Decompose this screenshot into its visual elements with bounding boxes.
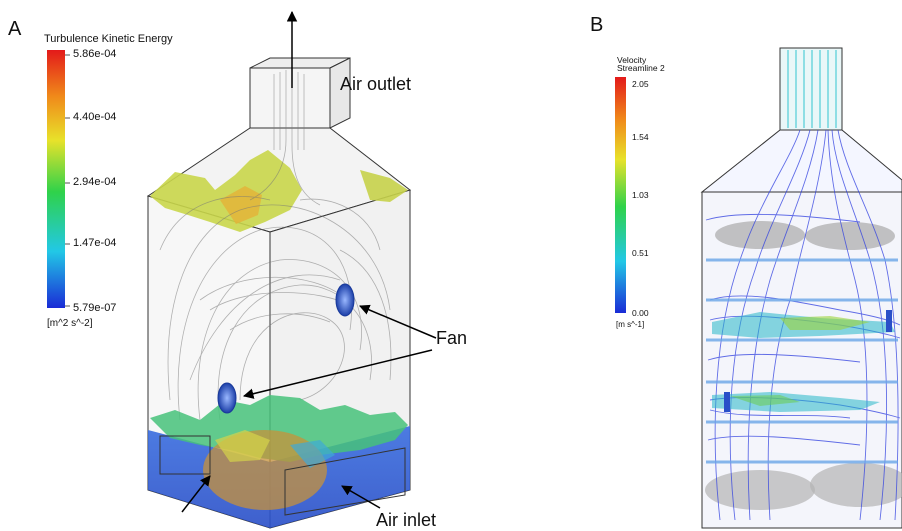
- colorbar-a-tick: 4.40e-04: [73, 111, 117, 123]
- colorbar-b: [615, 77, 626, 313]
- colorbar-a-tick: 2.94e-04: [73, 176, 117, 188]
- air-inlet-label: Air inlet: [376, 510, 437, 530]
- colorbar-a-tick: 5.86e-04: [73, 48, 117, 60]
- inlet-arrow-right: [341, 485, 381, 509]
- colorbar-b-title-1: Velocity: [617, 55, 647, 65]
- colorbar-b-title-2: Streamline 2: [617, 63, 665, 73]
- colorbar-b-tick: 0.51: [632, 248, 649, 258]
- chamber-a: [146, 57, 412, 529]
- colorbar-b-tick: 1.03: [632, 190, 649, 200]
- fan-upper-icon: [335, 283, 355, 317]
- panel-b-letter: B: [590, 14, 604, 36]
- inlet-arrow-left: [181, 475, 211, 513]
- fan-label: Fan: [436, 328, 468, 348]
- colorbar-a-tick: 5.79e-07: [73, 302, 117, 314]
- colorbar-a-unit: [m^2 s^-2]: [47, 318, 93, 329]
- fan-arrow-lower: [242, 349, 433, 399]
- colorbar-b-unit: [m s^-1]: [616, 320, 645, 329]
- colorbar-a-tick: 1.47e-04: [73, 237, 117, 249]
- air-outlet-label: Air outlet: [340, 74, 412, 94]
- colorbar-b-tick: 1.54: [632, 132, 649, 142]
- chamber-b: [700, 47, 902, 529]
- colorbar-b-tick: 0.00: [632, 308, 649, 318]
- fan-lower-icon: [217, 382, 237, 414]
- colorbar-a: [47, 50, 65, 308]
- colorbar-b-tick: 2.05: [632, 79, 649, 89]
- colorbar-a-title: Turbulence Kinetic Energy: [44, 33, 173, 45]
- panel-a-letter: A: [8, 18, 22, 40]
- fan-arrow-upper: [359, 304, 437, 339]
